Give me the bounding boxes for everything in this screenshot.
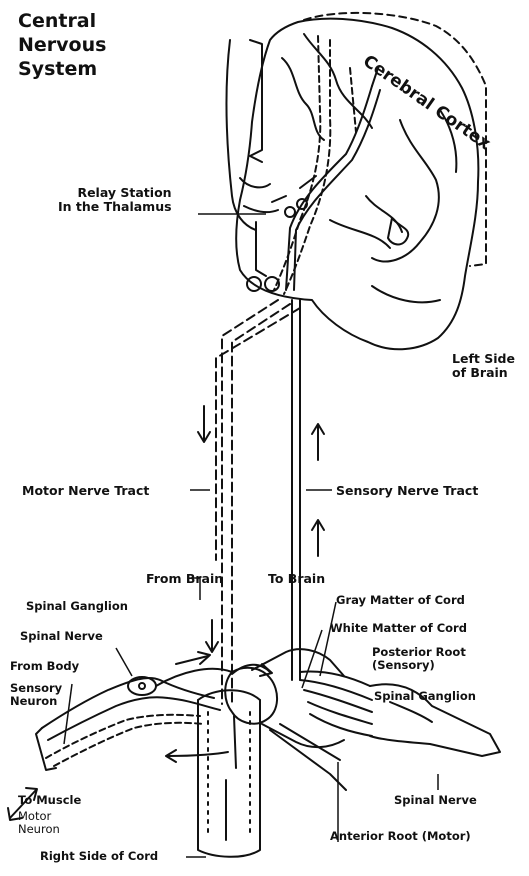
title-line-3: System xyxy=(18,58,106,82)
sensory-neuron-label: Sensory Neuron xyxy=(10,682,62,708)
left-side-line-2: of Brain xyxy=(452,366,515,380)
from-body-label: From Body xyxy=(10,660,79,673)
right-side-of-cord-label: Right Side of Cord xyxy=(40,850,158,863)
from-brain-label: From Brain xyxy=(146,572,223,586)
left-side-of-brain-label: Left Side of Brain xyxy=(452,352,515,381)
gray-matter-label: Gray Matter of Cord xyxy=(336,594,465,607)
spinal-ganglion-left-label: Spinal Ganglion xyxy=(26,600,128,613)
left-brain-hemisphere xyxy=(236,19,478,350)
relay-station-line-1: Relay Station xyxy=(58,186,172,200)
sensory-nerve-tract-label: Sensory Nerve Tract xyxy=(336,484,478,498)
left-side-line-1: Left Side xyxy=(452,352,515,366)
motor-nerve-tract-label: Motor Nerve Tract xyxy=(22,484,149,498)
relay-station-label: Relay Station In the Thalamus xyxy=(58,186,172,215)
white-matter-label: White Matter of Cord xyxy=(330,622,467,635)
title-line-2: Nervous xyxy=(18,34,106,58)
sensory-neuron-line-2: Neuron xyxy=(10,695,62,708)
motor-neuron-label: Motor Neuron xyxy=(18,810,60,836)
spinal-nerve-left-label: Spinal Nerve xyxy=(20,630,103,643)
title-line-1: Central xyxy=(18,10,106,34)
motor-neuron-line-2: Neuron xyxy=(18,823,60,836)
spinal-ganglion-right-label: Spinal Ganglion xyxy=(374,690,476,703)
posterior-root-line-2: (Sensory) xyxy=(372,659,466,672)
relay-station-line-2: In the Thalamus xyxy=(58,200,172,214)
posterior-root-label: Posterior Root (Sensory) xyxy=(372,646,466,672)
page-title: Central Nervous System xyxy=(18,10,106,81)
spinal-nerve-right-label: Spinal Nerve xyxy=(394,794,477,807)
to-brain-label: To Brain xyxy=(268,572,325,586)
motor-nerve-tract-line xyxy=(222,300,278,704)
to-muscle-label: To Muscle xyxy=(18,794,81,807)
left-spinal-ganglion xyxy=(128,677,156,695)
anterior-root-label: Anterior Root (Motor) xyxy=(330,830,471,843)
